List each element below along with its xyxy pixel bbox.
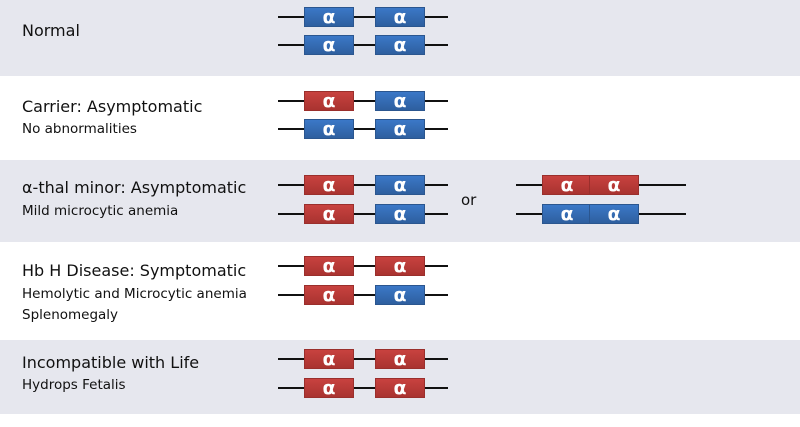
alpha-gene-deleted: α [375, 377, 425, 399]
chromosome-line [278, 128, 448, 130]
chromosome-line [278, 294, 448, 296]
chromosome-line [278, 213, 448, 215]
alpha-gene-deleted: α [375, 348, 425, 370]
row-title: α-thal minor: Asymptomatic [22, 178, 247, 197]
chromosome-line [278, 265, 448, 267]
alpha-gene-present: α [375, 34, 425, 56]
chromosome-line [278, 100, 448, 102]
alpha-gene-deleted: α [304, 284, 354, 306]
alpha-gene-present: α [589, 203, 639, 225]
alpha-gene-present: α [375, 284, 425, 306]
chromosome-line [278, 44, 448, 46]
chromosome-line [278, 16, 448, 18]
or-label: or [461, 191, 477, 209]
alpha-gene-present: α [542, 203, 592, 225]
alpha-gene-present: α [375, 174, 425, 196]
row-subtitle: Hemolytic and Microcytic anemia [22, 286, 247, 302]
alpha-gene-present: α [375, 203, 425, 225]
alpha-gene-present: α [304, 6, 354, 28]
alpha-gene-present: α [375, 90, 425, 112]
alpha-gene-present: α [304, 34, 354, 56]
alpha-gene-deleted: α [375, 255, 425, 277]
row-subtitle: Hydrops Fetalis [22, 377, 126, 393]
alpha-gene-deleted: α [304, 255, 354, 277]
row-title: Incompatible with Life [22, 353, 200, 372]
alpha-gene-present: α [375, 6, 425, 28]
alpha-gene-deleted: α [304, 377, 354, 399]
alpha-gene-present: α [375, 118, 425, 140]
row-title: Hb H Disease: Symptomatic [22, 261, 247, 280]
row-subtitle: Mild microcytic anemia [22, 203, 179, 219]
alpha-gene-deleted: α [542, 174, 592, 196]
row-subtitle: No abnormalities [22, 121, 137, 137]
chromosome-line [278, 358, 448, 360]
row-title: Carrier: Asymptomatic [22, 97, 203, 116]
row-thal-minor [0, 160, 800, 242]
alpha-gene-deleted: α [304, 90, 354, 112]
chromosome-line [278, 387, 448, 389]
alpha-gene-present: α [304, 118, 354, 140]
row-subtitle: Splenomegaly [22, 307, 119, 323]
alpha-gene-deleted: α [304, 348, 354, 370]
alpha-gene-deleted: α [304, 174, 354, 196]
chromosome-line [278, 184, 448, 186]
alpha-gene-deleted: α [589, 174, 639, 196]
row-title: Normal [22, 21, 80, 40]
alpha-gene-deleted: α [304, 203, 354, 225]
